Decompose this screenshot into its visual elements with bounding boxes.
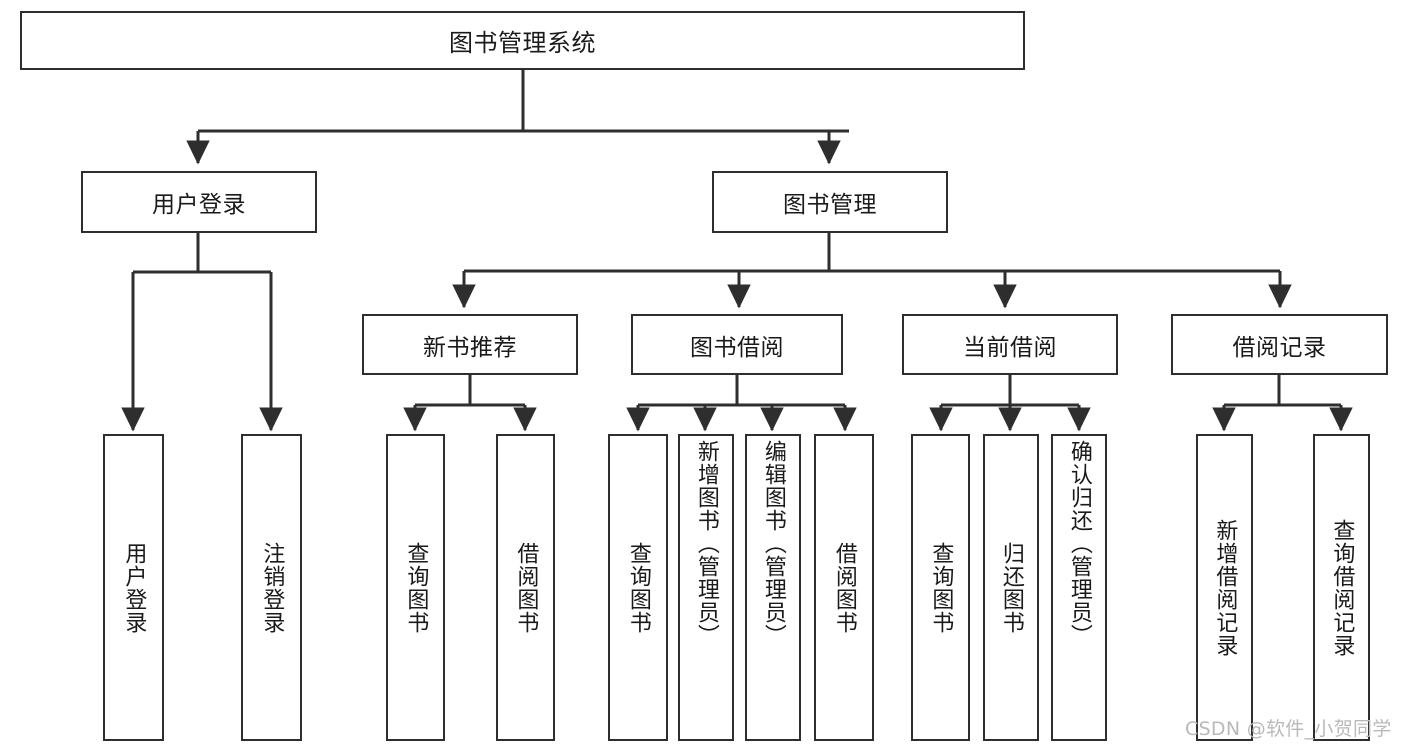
node-root-system[interactable]: 图书管理系统 (20, 11, 1025, 70)
node-label: 新增图书（管理员） (693, 440, 719, 647)
node-current-borrow[interactable]: 当前借阅 (902, 314, 1118, 375)
leaf-confirm-return-admin[interactable]: 确认归还（管理员） (1051, 434, 1107, 741)
node-label: 借阅图书 (831, 541, 857, 634)
node-label: 用户登录 (121, 541, 147, 634)
node-new-book-recommend[interactable]: 新书推荐 (362, 314, 578, 375)
node-book-borrow[interactable]: 图书借阅 (631, 314, 843, 375)
leaf-add-book-admin[interactable]: 新增图书（管理员） (678, 434, 734, 741)
node-label: 编辑图书（管理员） (760, 440, 786, 647)
node-label: 查询图书 (403, 541, 429, 634)
leaf-query-book-recommend[interactable]: 查询图书 (386, 434, 445, 741)
node-label: 借阅图书 (513, 541, 539, 634)
node-label: 借阅记录 (1232, 334, 1327, 361)
node-label: 新增借阅记录 (1212, 518, 1238, 657)
node-label: 用户登录 (152, 192, 246, 218)
leaf-borrow-book-recommend[interactable]: 借阅图书 (496, 434, 555, 741)
node-user-login[interactable]: 用户登录 (81, 171, 317, 233)
node-label: 确认归还（管理员） (1066, 440, 1092, 647)
leaf-borrow-book[interactable]: 借阅图书 (814, 434, 874, 741)
leaf-add-borrow-record[interactable]: 新增借阅记录 (1196, 434, 1253, 741)
node-label: 图书管理系统 (449, 29, 596, 57)
node-label: 归还图书 (998, 541, 1024, 634)
node-label: 图书借阅 (690, 334, 784, 361)
node-label: 注销登录 (259, 541, 285, 634)
node-borrow-record[interactable]: 借阅记录 (1171, 314, 1388, 375)
leaf-query-borrow-record[interactable]: 查询借阅记录 (1313, 434, 1370, 741)
leaf-query-book-borrow[interactable]: 查询图书 (608, 434, 668, 741)
node-label: 查询图书 (928, 541, 954, 634)
leaf-return-book[interactable]: 归还图书 (983, 434, 1039, 741)
csdn-watermark: CSDN @软件_小贺同学 (1185, 718, 1392, 740)
leaf-logout[interactable]: 注销登录 (241, 434, 302, 741)
node-label: 查询借阅记录 (1329, 518, 1355, 657)
leaf-edit-book-admin[interactable]: 编辑图书（管理员） (745, 434, 801, 741)
node-label: 新书推荐 (423, 334, 517, 361)
leaf-user-login[interactable]: 用户登录 (103, 434, 164, 741)
node-label: 图书管理 (783, 192, 877, 218)
leaf-query-book-current[interactable]: 查询图书 (911, 434, 970, 741)
node-book-management[interactable]: 图书管理 (712, 171, 948, 233)
node-label: 查询图书 (625, 541, 651, 634)
node-label: 当前借阅 (963, 334, 1057, 361)
